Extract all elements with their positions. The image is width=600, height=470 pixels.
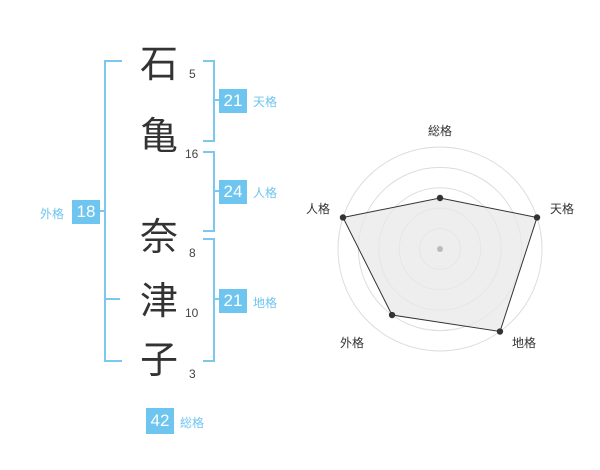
soukaku-value-badge: 42 xyxy=(146,408,174,434)
stroke-count-4: 10 xyxy=(185,306,199,320)
soukaku-label: 総格 xyxy=(180,416,205,430)
chikaku-bracket xyxy=(203,238,215,362)
jinkaku-label: 人格 xyxy=(253,186,278,200)
radar-score-polygon xyxy=(342,197,538,333)
radar-axis-label-soukaku: 総格 xyxy=(428,123,452,138)
radar-score-point xyxy=(496,328,504,335)
tenkaku-label: 天格 xyxy=(253,95,278,109)
radar-axis-label-gaikaku: 外格 xyxy=(340,335,364,350)
jinkaku-bracket-tick xyxy=(213,190,219,192)
radar-score-point xyxy=(533,214,541,221)
name-char-1: 石 xyxy=(140,42,179,86)
stroke-count-5: 3 xyxy=(189,367,196,381)
radar-score-point xyxy=(339,214,347,221)
name-char-3: 奈 xyxy=(140,215,179,259)
radar-axis-label-jinkaku: 人格 xyxy=(306,201,330,216)
stroke-count-2: 16 xyxy=(185,147,199,161)
tenkaku-bracket xyxy=(203,60,215,142)
gaikaku-bracket-stub xyxy=(98,210,104,212)
fortune-radar-chart: 総格 天格 地格 外格 人格 xyxy=(306,123,574,352)
radar-axis-label-tenkaku: 天格 xyxy=(550,201,574,216)
tenkaku-value-badge: 21 xyxy=(219,89,247,113)
stroke-count-1: 5 xyxy=(189,67,196,81)
jinkaku-value-badge: 24 xyxy=(219,180,247,204)
name-char-5: 子 xyxy=(140,338,179,382)
gaikaku-label: 外格 xyxy=(40,207,65,221)
chikaku-value-badge: 21 xyxy=(219,289,247,313)
gaikaku-value-badge: 18 xyxy=(72,200,100,224)
radar-score-point xyxy=(436,194,444,202)
radar-points xyxy=(339,194,541,335)
gaikaku-bracket-tick xyxy=(104,298,120,300)
chikaku-label: 地格 xyxy=(253,296,278,310)
gaikaku-bracket xyxy=(104,60,122,362)
tenkaku-bracket-tick xyxy=(213,99,219,101)
radar-center-dot xyxy=(437,246,443,252)
stroke-count-3: 8 xyxy=(189,246,196,260)
radar-score-point xyxy=(388,311,396,319)
chikaku-bracket-tick xyxy=(213,298,219,300)
name-char-2: 亀 xyxy=(140,114,179,158)
name-char-4: 津 xyxy=(140,279,179,323)
radar-ring xyxy=(337,146,543,352)
radar-axis-label-chikaku: 地格 xyxy=(512,335,536,350)
